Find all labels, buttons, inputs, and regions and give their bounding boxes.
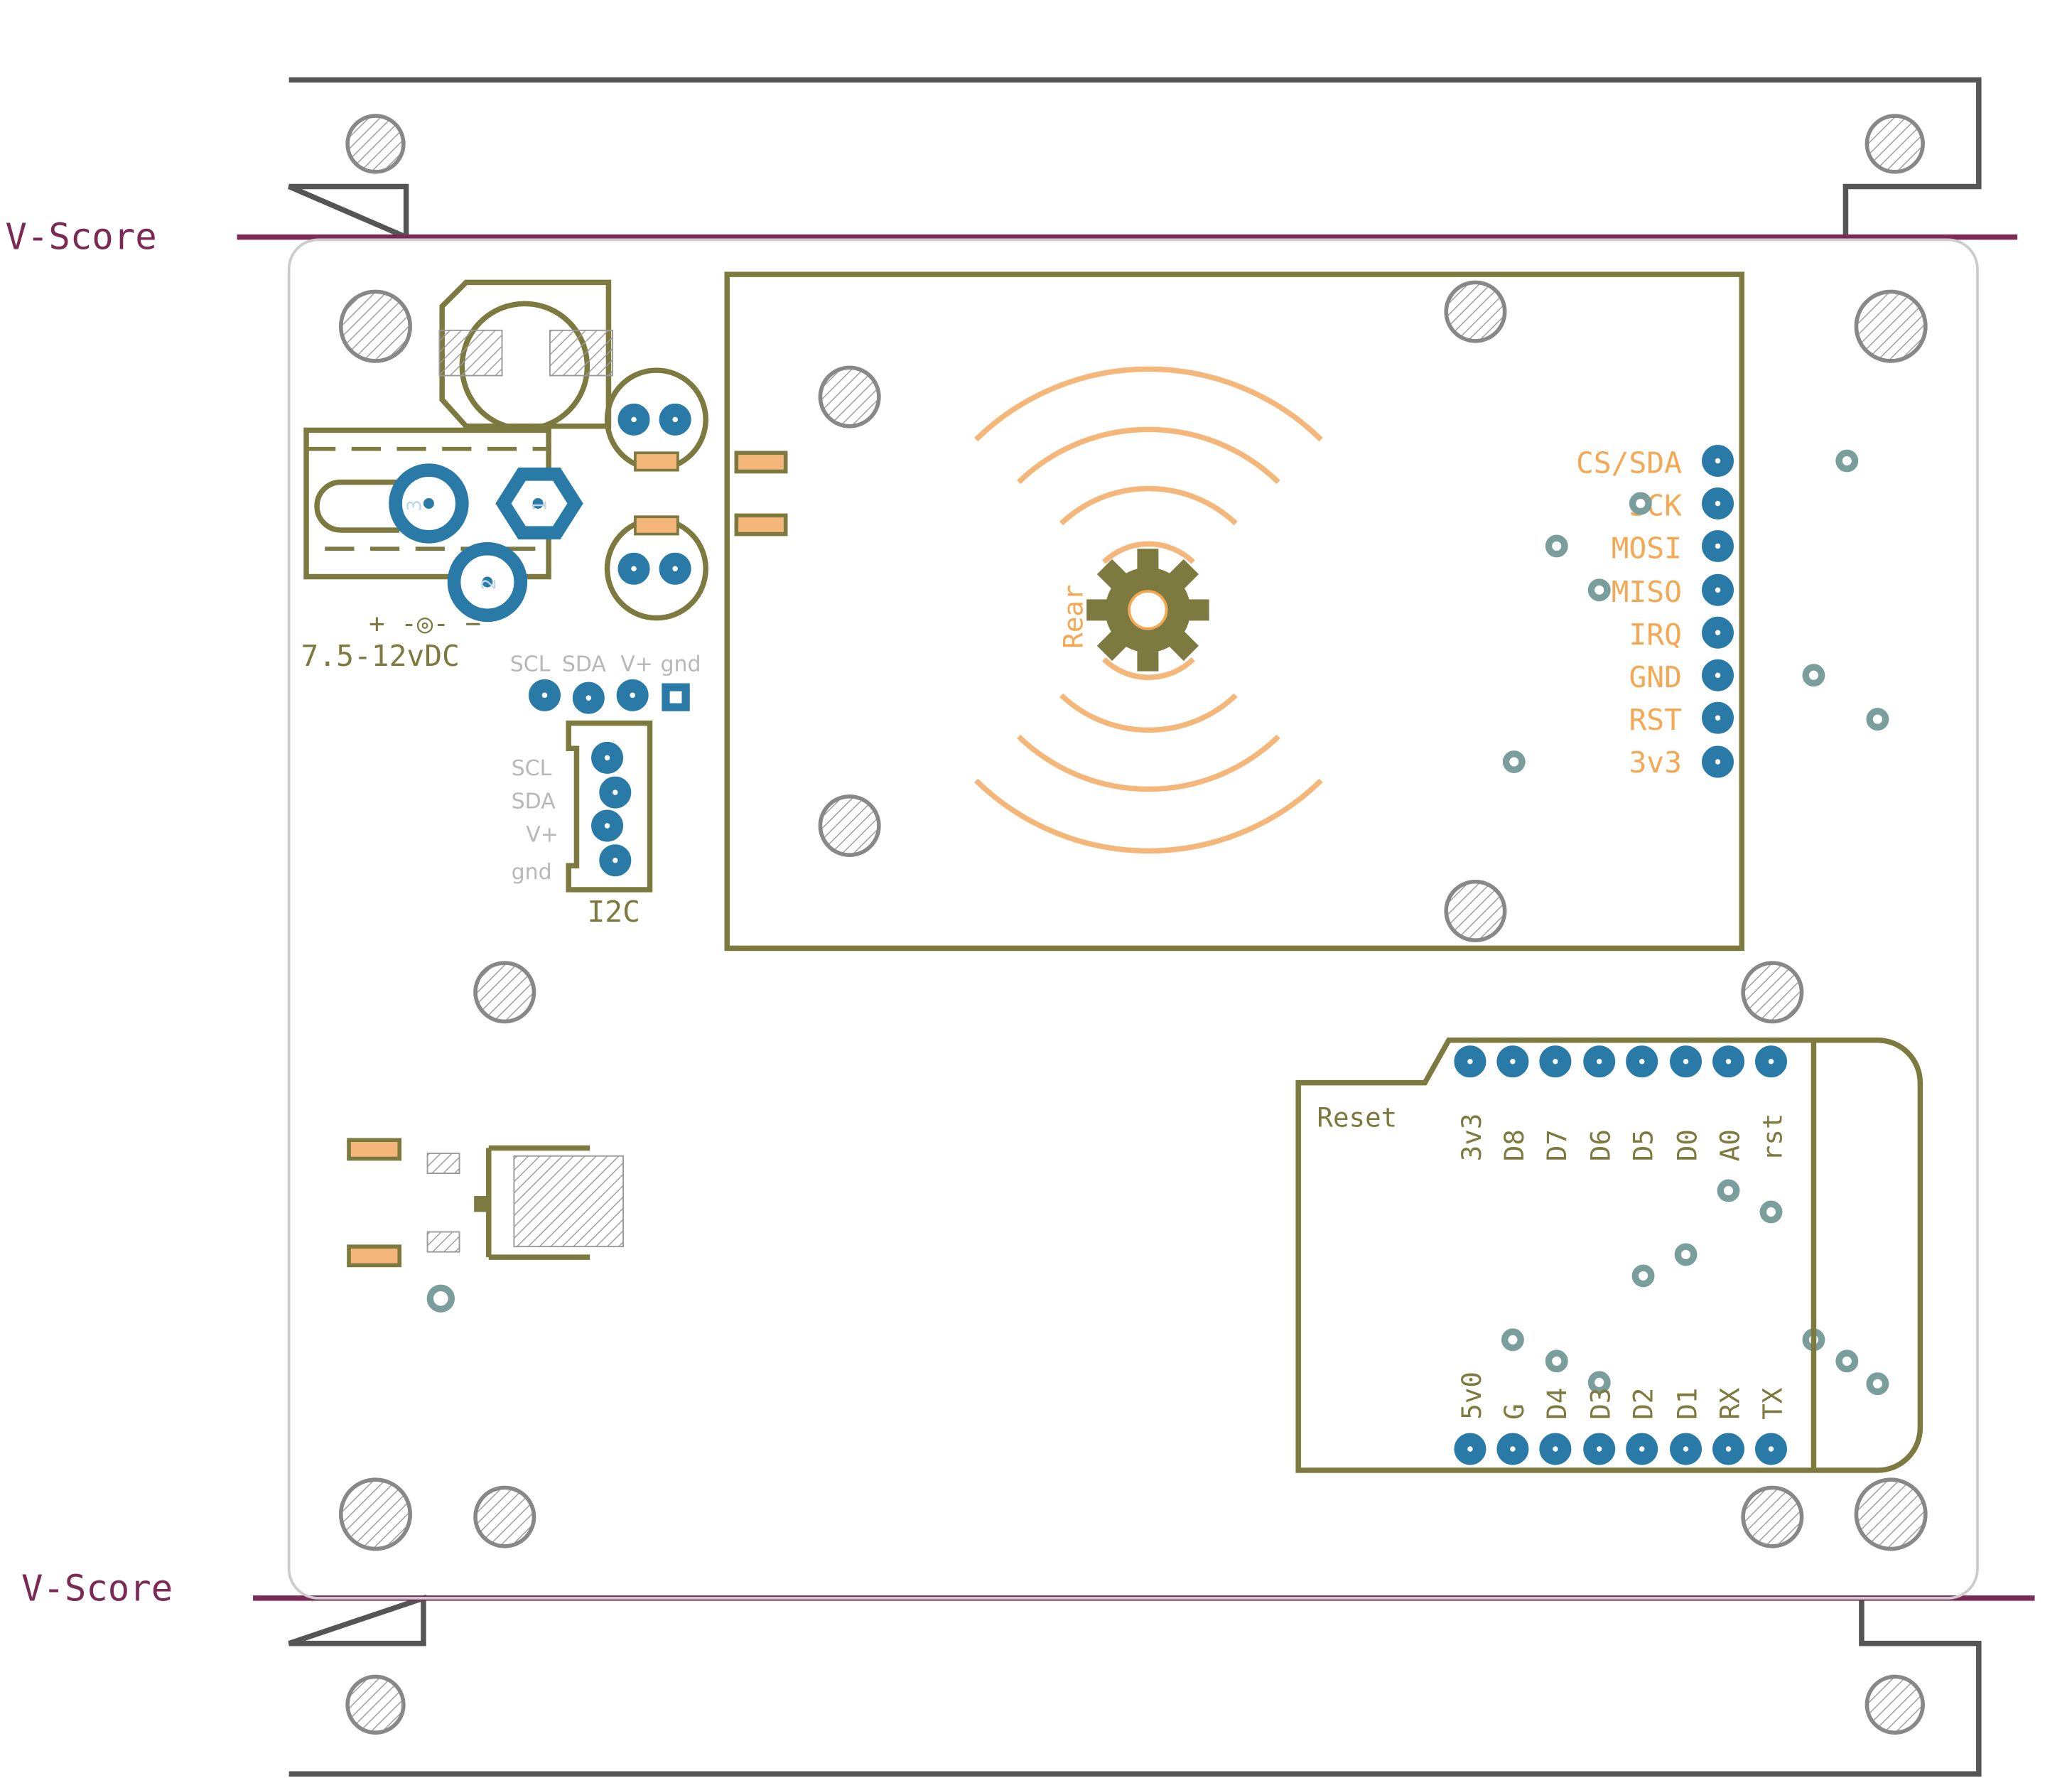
led-1 — [604, 367, 708, 472]
rfid-pin-labels: CS/SDA SCK MOSI MISO IRQ GND RST 3v3 — [1576, 446, 1682, 780]
bottom-rail — [288, 1594, 1982, 1777]
buzzer-footprint — [438, 279, 613, 432]
wemos-bottom-pins — [1454, 1433, 1787, 1465]
wemos-pin-rx: RX — [1714, 1387, 1745, 1420]
jack-pin-1: 1 — [529, 500, 551, 512]
wemos-top-pins — [1454, 1045, 1787, 1078]
wemos-d1-mini — [1295, 1037, 1923, 1473]
i2c-connector: SCL SDA V+ gnd I2C — [512, 720, 653, 929]
vias — [426, 449, 1889, 1396]
rfid-pin-rst: RST — [1629, 703, 1681, 737]
i2c-header-labels: SCL SDA V+ gnd — [510, 652, 701, 677]
rfid-module-outline — [724, 271, 1744, 952]
wemos-top-pin-labels: 3v3 D8 D7 D6 D5 D0 A0 rst — [1456, 1114, 1788, 1162]
i2c-label-scl: SCL — [510, 652, 551, 677]
rfid-wave-arcs — [974, 366, 1323, 854]
rfid-pin-irq: IRQ — [1629, 618, 1681, 652]
rfid-pin-gnd: GND — [1629, 660, 1681, 694]
i2c-header-pads — [528, 679, 690, 714]
wemos-pin-3v3: 3v3 — [1456, 1114, 1487, 1162]
wemos-bottom-pin-labels: 5v0 G D4 D3 D2 D1 RX TX — [1456, 1372, 1788, 1420]
i2c-connector-name: I2C — [587, 895, 640, 929]
rfid-pin-pads — [1702, 445, 1734, 778]
wemos-pin-d1: D1 — [1672, 1388, 1703, 1420]
wemos-pin-d7: D7 — [1541, 1129, 1572, 1161]
mounting-holes — [338, 114, 1928, 1735]
jack-pin-2: 2 — [479, 578, 500, 591]
dc-jack: 3 1 2 — [303, 427, 583, 623]
i2c-conn-label-gnd: gnd — [512, 860, 552, 885]
v-score-label-top: V-Score — [5, 216, 156, 258]
i2c-label-gnd: gnd — [661, 652, 701, 677]
wemos-pin-d2: D2 — [1628, 1388, 1659, 1420]
smd-resistor-2 — [734, 513, 788, 537]
wemos-reset-label: Reset — [1317, 1102, 1397, 1133]
i2c-conn-label-vplus: V+ — [526, 822, 559, 847]
wemos-pin-a0: A0 — [1714, 1129, 1745, 1161]
i2c-label-sda: SDA — [562, 652, 607, 677]
wemos-pin-d4: D4 — [1541, 1388, 1572, 1420]
i2c-label-vplus: V+ — [620, 652, 653, 677]
voltage-regulator — [347, 1138, 624, 1268]
led-2 — [604, 515, 708, 621]
rfid-pin-miso: MISO — [1612, 575, 1682, 609]
i2c-conn-label-scl: SCL — [512, 756, 552, 781]
wemos-pin-5v0: 5v0 — [1456, 1372, 1487, 1420]
i2c-conn-label-sda: SDA — [512, 790, 556, 814]
board-outline — [287, 238, 1979, 1600]
wemos-pin-tx: TX — [1757, 1387, 1788, 1420]
wemos-pin-d6: D6 — [1585, 1129, 1617, 1161]
wemos-pin-d5: D5 — [1628, 1129, 1659, 1161]
wemos-pin-d8: D8 — [1499, 1129, 1530, 1161]
smd-resistor-1 — [734, 451, 788, 474]
power-rating-label: 7.5-12vDC — [301, 639, 460, 673]
wemos-pin-g: G — [1499, 1403, 1530, 1420]
wemos-pin-d3: D3 — [1585, 1388, 1617, 1420]
power-polarity-symbol: + -◎- − — [369, 608, 481, 639]
jack-pin-3: 3 — [404, 500, 426, 512]
rfid-pin-mosi: MOSI — [1612, 531, 1682, 565]
v-score-label-bottom: V-Score — [21, 1568, 173, 1610]
wemos-pin-d0: D0 — [1672, 1129, 1703, 1161]
rfid-pin-3v3: 3v3 — [1629, 745, 1681, 780]
rfid-pin-cs-sda: CS/SDA — [1576, 446, 1682, 480]
open-hardware-logo — [1086, 549, 1209, 672]
wemos-pin-rst: rst — [1757, 1114, 1788, 1162]
top-rail — [288, 77, 1982, 242]
rear-label: Rear — [1058, 585, 1089, 649]
